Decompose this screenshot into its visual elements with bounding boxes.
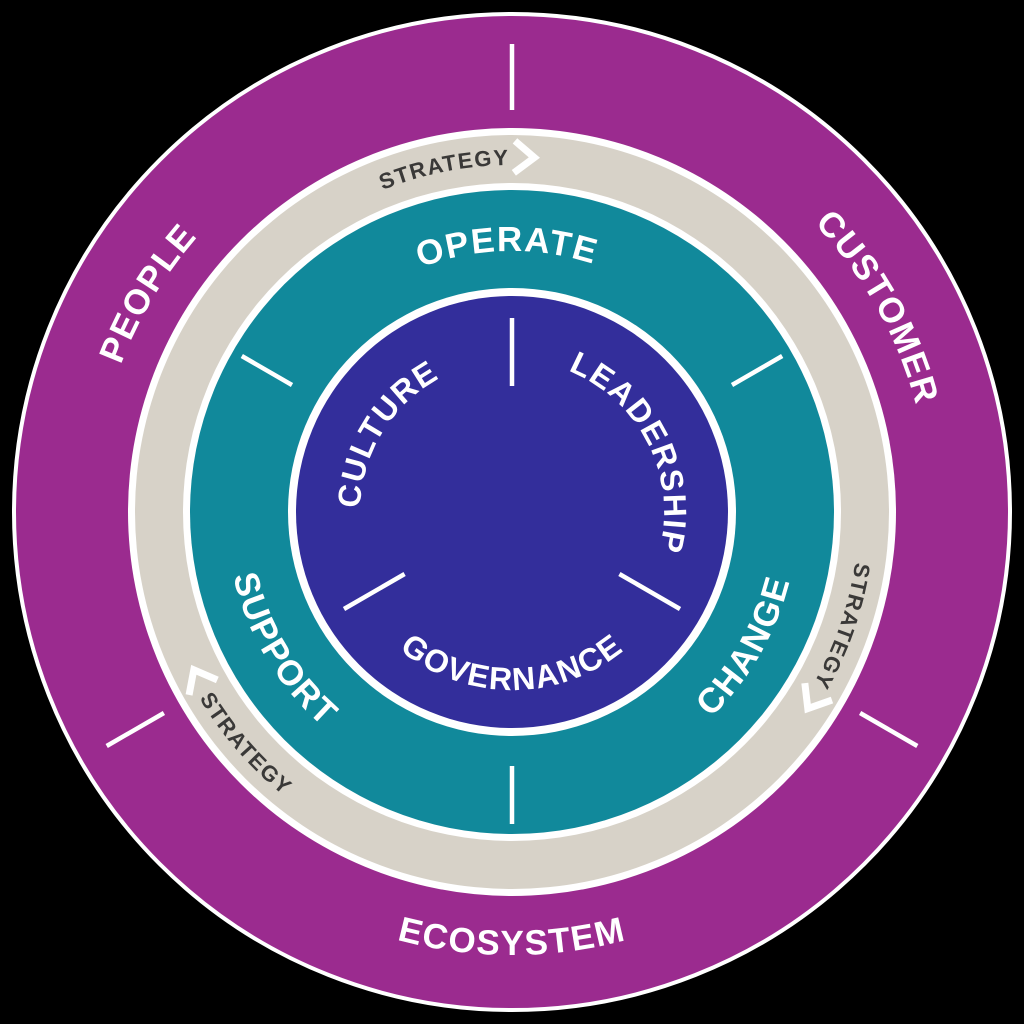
chevron-right-icon xyxy=(511,138,540,176)
segment-divider-tick xyxy=(105,711,166,748)
segment-divider-tick xyxy=(730,354,784,387)
outer-ring-ticks xyxy=(105,44,919,748)
segment-divider-tick xyxy=(858,711,919,748)
segment-divider-tick xyxy=(618,572,682,611)
strategy-chevrons xyxy=(185,138,834,714)
chevron-right-icon xyxy=(185,664,219,696)
segment-divider-tick xyxy=(240,354,294,387)
inner-circle-ticks xyxy=(342,318,682,611)
inner-circle xyxy=(296,296,728,728)
chevron-right-icon xyxy=(801,682,834,714)
segment-divider-tick xyxy=(342,572,406,611)
middle-ring-ticks xyxy=(240,354,784,824)
